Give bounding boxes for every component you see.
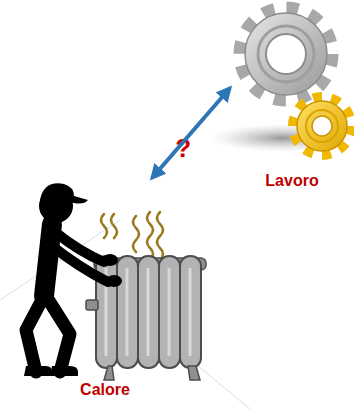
heat-waves: [101, 212, 163, 260]
illustration-node: Lavoro: [230, 2, 354, 196]
question-mark: ?: [175, 133, 191, 164]
person-silhouette: [24, 183, 122, 376]
illustration-node: Calore: [10, 178, 220, 406]
work-label: Lavoro: [265, 172, 318, 190]
heat-label: Calore: [80, 381, 130, 399]
grey-gear: [240, 8, 332, 100]
guide-line: [40, 235, 250, 409]
double-arrow: [152, 88, 230, 178]
yellow-gear: [293, 97, 351, 155]
